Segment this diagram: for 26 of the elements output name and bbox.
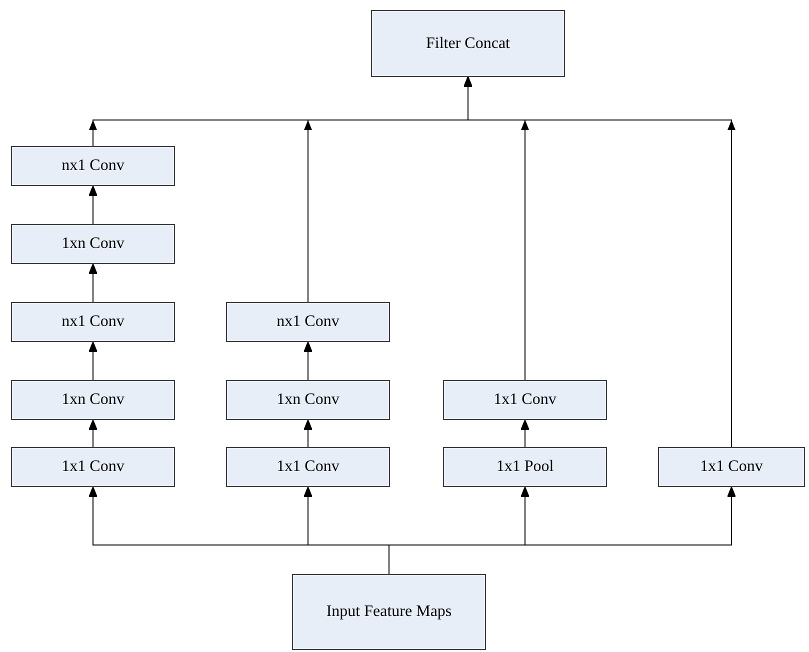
process-box (292, 574, 486, 650)
process-box (226, 380, 390, 420)
box-label: 1x1 Conv (494, 391, 556, 409)
process-box (371, 10, 565, 77)
box-label: Input Feature Maps (326, 603, 452, 621)
box-label: Filter Concat (426, 34, 510, 52)
box-label: 1xn Conv (62, 235, 124, 253)
process-box (443, 447, 607, 487)
box-label: nx1 Conv (62, 157, 124, 175)
process-box (11, 224, 175, 264)
box-label: 1x1 Pool (496, 458, 554, 476)
box-label: 1xn Conv (62, 391, 124, 409)
process-box (11, 380, 175, 420)
process-box (226, 302, 390, 342)
box-label: nx1 Conv (62, 313, 124, 331)
box-label: 1x1 Conv (62, 458, 124, 476)
process-box (443, 380, 607, 420)
process-box (658, 447, 805, 487)
box-label: 1x1 Conv (700, 458, 763, 476)
process-box (226, 447, 390, 487)
box-label: nx1 Conv (276, 313, 340, 331)
process-box (11, 302, 175, 342)
box-label: 1x1 Conv (276, 458, 340, 476)
process-box (11, 447, 175, 487)
box-label: 1xn Conv (276, 391, 340, 409)
process-box (11, 146, 175, 186)
